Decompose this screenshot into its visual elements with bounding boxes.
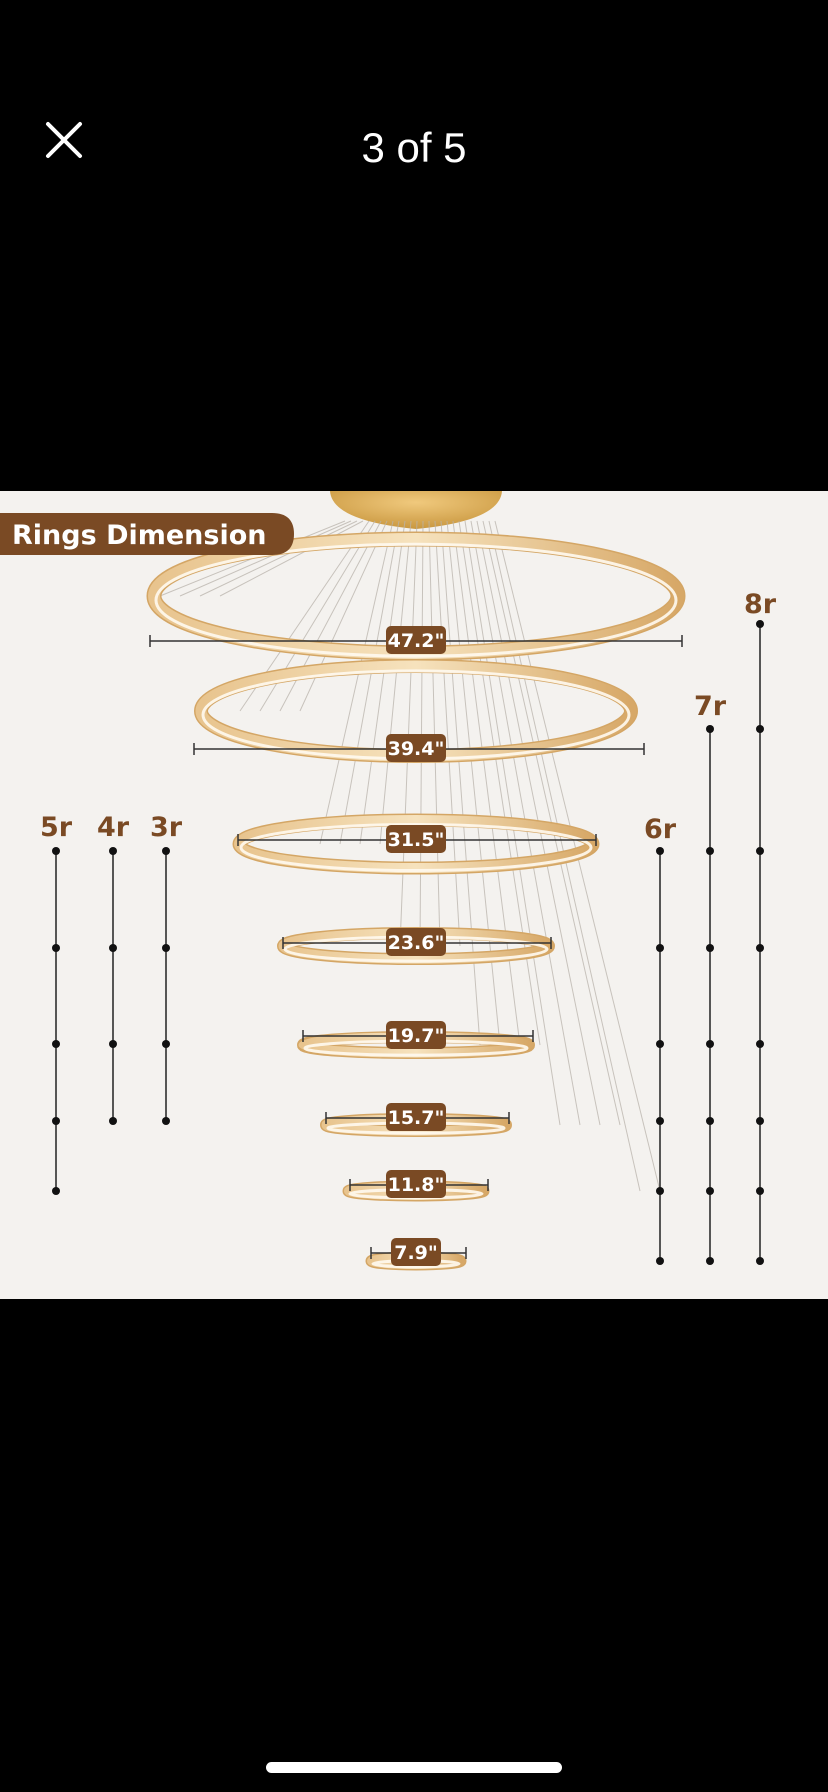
dimension-badge — [386, 1170, 446, 1198]
height-point — [756, 620, 764, 628]
ceiling-canopy — [330, 491, 502, 529]
height-point — [109, 1117, 117, 1125]
height-point — [656, 1117, 664, 1125]
height-point — [706, 1040, 714, 1048]
height-point — [656, 944, 664, 952]
height-point — [656, 1040, 664, 1048]
height-point — [706, 1187, 714, 1195]
height-point — [109, 847, 117, 855]
height-point — [52, 1117, 60, 1125]
rings-dimension-banner: Rings Dimension — [0, 513, 294, 555]
height-label: 4r — [97, 812, 130, 843]
ring-dimension-1: 47.2" — [149, 626, 683, 654]
height-point — [706, 1257, 714, 1265]
height-point — [52, 1040, 60, 1048]
dimension-badge — [386, 825, 446, 853]
close-icon — [46, 122, 82, 158]
dimension-label: 39.4" — [388, 738, 445, 760]
dimension-badge — [386, 734, 446, 762]
height-point — [756, 1187, 764, 1195]
height-scale-7r: 7r — [694, 691, 727, 1265]
height-point — [109, 1040, 117, 1048]
height-point — [109, 944, 117, 952]
dimension-badge — [386, 1103, 446, 1131]
image-counter: 3 of 5 — [361, 124, 467, 171]
height-point — [52, 847, 60, 855]
height-point — [706, 725, 714, 733]
height-point — [756, 944, 764, 952]
height-label: 7r — [694, 691, 727, 722]
ring-dimension-7: 11.8" — [349, 1170, 489, 1198]
height-point — [52, 944, 60, 952]
height-point — [656, 847, 664, 855]
dimension-label: 7.9" — [394, 1242, 438, 1264]
ring-dimension-2: 39.4" — [193, 734, 645, 762]
height-point — [162, 847, 170, 855]
ring-dimension-5: 19.7" — [302, 1021, 534, 1049]
height-point — [162, 944, 170, 952]
height-point — [756, 1040, 764, 1048]
dimension-label: 11.8" — [388, 1174, 445, 1196]
dimension-label: 19.7" — [388, 1025, 445, 1047]
height-label: 6r — [644, 814, 677, 845]
height-point — [656, 1187, 664, 1195]
dimension-label: 15.7" — [388, 1107, 445, 1129]
height-point — [52, 1187, 60, 1195]
height-point — [706, 1117, 714, 1125]
ring-dimension-3: 31.5" — [237, 825, 597, 853]
height-scale-3r: 3r — [150, 812, 183, 1125]
dimension-badge — [391, 1238, 441, 1266]
height-point — [756, 725, 764, 733]
dimension-lines: 47.2" 39.4" 31.5" 23.6" 19.7" 15.7" 11.8" 7.9" — [149, 626, 683, 1266]
height-point — [756, 1117, 764, 1125]
product-image[interactable]: 47.2"39.4"31.5"23.6"19.7"15.7"11.8"7.9" … — [0, 491, 828, 1299]
dimension-label: 31.5" — [388, 829, 445, 851]
height-label: 5r — [40, 812, 73, 843]
height-scale-5r: 5r — [40, 812, 73, 1195]
dimension-label: 23.6" — [388, 932, 445, 954]
ring-3 — [232, 813, 600, 875]
rings-dimension-illustration: 47.2"39.4"31.5"23.6"19.7"15.7"11.8"7.9" … — [0, 491, 777, 1271]
height-scale-6r: 6r — [644, 814, 677, 1265]
ring-dimension-4: 23.6" — [282, 928, 552, 956]
height-point — [756, 1257, 764, 1265]
height-point — [162, 1040, 170, 1048]
height-point — [162, 1117, 170, 1125]
height-label: 3r — [150, 812, 183, 843]
ring-dimension-6: 15.7" — [325, 1103, 510, 1131]
close-button[interactable] — [40, 116, 88, 164]
height-point — [706, 944, 714, 952]
dimension-badge — [386, 626, 446, 654]
height-scales: 5r 4r 3r 6r 7r 8r — [40, 589, 777, 1265]
banner-title: Rings Dimension — [12, 520, 267, 551]
height-point — [706, 847, 714, 855]
home-indicator — [266, 1762, 562, 1773]
height-point — [656, 1257, 664, 1265]
height-scale-4r: 4r — [97, 812, 130, 1125]
height-label: 8r — [744, 589, 777, 620]
height-scale-8r: 8r — [744, 589, 777, 1265]
ring-dimension-8: 7.9" — [370, 1238, 467, 1266]
height-point — [756, 847, 764, 855]
dimension-label: 47.2" — [388, 630, 445, 652]
dimension-badge — [386, 1021, 446, 1049]
dimension-badge — [386, 928, 446, 956]
